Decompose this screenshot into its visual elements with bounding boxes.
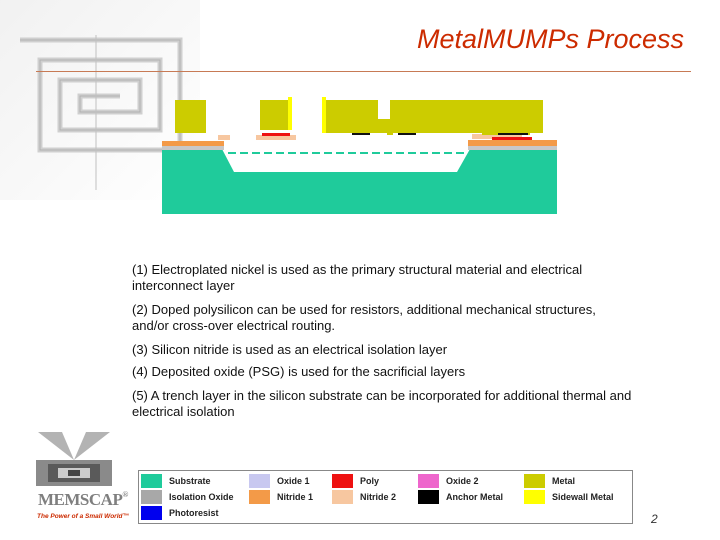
sidewall-2 — [288, 97, 292, 130]
nitride2-right — [472, 134, 522, 139]
legend-swatch — [524, 490, 545, 504]
logo-registered-mark: ® — [122, 490, 128, 499]
legend-swatch — [141, 474, 162, 488]
legend-label: Isolation Oxide — [169, 492, 234, 502]
legend-label: Oxide 1 — [277, 476, 310, 486]
legend-label: Substrate — [169, 476, 211, 486]
bullet-4: (4) Deposited oxide (PSG) is used for th… — [132, 364, 466, 379]
page-number: 2 — [651, 512, 658, 526]
legend-label: Oxide 2 — [446, 476, 479, 486]
legend-swatch — [332, 474, 353, 488]
poly-crossover — [492, 137, 532, 140]
bullet-2: (2) Doped polysilicon can be used for re… — [132, 302, 596, 333]
legend-label: Nitride 1 — [277, 492, 314, 502]
nitride-right — [468, 140, 557, 146]
trench-cavity — [222, 149, 470, 172]
metal-block-1 — [175, 100, 206, 133]
sidewall-3 — [322, 97, 326, 133]
legend-label: Poly — [360, 476, 380, 486]
legend-swatch — [418, 474, 439, 488]
nitride2-left — [218, 135, 230, 140]
legend-label: Anchor Metal — [446, 492, 504, 502]
bullet-5: (5) A trench layer in the silicon substr… — [132, 388, 632, 419]
legend-label: Nitride 2 — [360, 492, 397, 502]
metal-block-3 — [326, 100, 378, 133]
bullet-3: (3) Silicon nitride is used as an electr… — [132, 342, 448, 357]
legend-swatch — [249, 474, 270, 488]
logo-name: MEMSCAP — [38, 490, 123, 509]
spiral-inductor-image — [0, 0, 200, 200]
legend-swatch — [141, 490, 162, 504]
legend-swatch — [249, 490, 270, 504]
legend-swatch — [524, 474, 545, 488]
legend-swatch — [141, 506, 162, 520]
legend-swatch — [418, 490, 439, 504]
nitride-left — [162, 141, 224, 146]
page-title: MetalMUMPs Process — [416, 24, 684, 54]
metal-stand-1 — [387, 125, 393, 135]
bullet-1: (1) Electroplated nickel is used as the … — [132, 262, 583, 293]
metal-block-4 — [390, 100, 543, 133]
isolation-oxide-right — [468, 145, 557, 150]
metal-tab-2 — [482, 129, 530, 135]
layer-legend: Substrate Oxide 1 Poly Oxide 2 Metal Iso… — [138, 470, 633, 524]
legend-label: Photoresist — [169, 508, 219, 518]
process-cross-section — [162, 97, 557, 214]
logo-tagline: The Power of a Small World™ — [37, 513, 129, 520]
legend-label: Metal — [552, 476, 576, 486]
nitride2-center — [256, 135, 296, 140]
metal-block-2 — [260, 100, 288, 130]
legend-label: Sidewall Metal — [552, 492, 614, 502]
bullet-list: (1) Electroplated nickel is used as the … — [132, 262, 632, 428]
legend-swatch — [332, 490, 353, 504]
anchor-2 — [398, 133, 416, 135]
memscap-logo-icon — [36, 432, 112, 486]
isolation-oxide-left — [162, 145, 224, 150]
anchor-3 — [498, 133, 528, 135]
title-divider — [36, 71, 691, 72]
poly-resistor — [262, 133, 290, 136]
anchor-1 — [352, 133, 370, 135]
memscap-wordmark: MEMSCAP® — [38, 490, 128, 510]
